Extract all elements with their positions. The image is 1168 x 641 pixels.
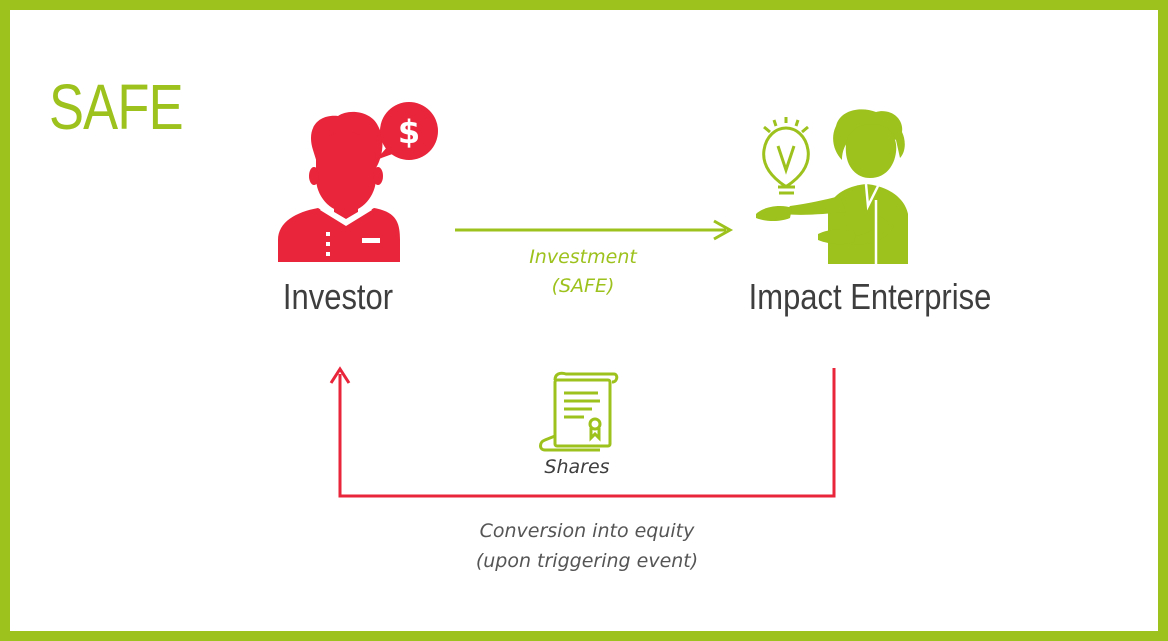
investor-shirt-details xyxy=(320,206,380,256)
shares-label: Shares xyxy=(544,456,610,478)
conversion-label-line1: Conversion into equity xyxy=(479,520,695,542)
conversion-label-line2: (upon triggering event) xyxy=(475,550,699,572)
investor-label: Investor xyxy=(282,276,394,317)
entrepreneur-face-details xyxy=(864,183,880,264)
diagram-title: SAFE xyxy=(49,71,184,143)
investment-label-line1: Investment xyxy=(529,246,637,268)
lightbulb-icon xyxy=(762,117,810,195)
investment-label-line2: (SAFE) xyxy=(551,275,615,297)
svg-text:$: $ xyxy=(398,113,420,151)
entrepreneur-person-icon xyxy=(756,109,908,264)
share-certificate-scroll-icon xyxy=(539,371,619,452)
investor-person-icon xyxy=(278,111,400,262)
enterprise-label: Impact Enterprise xyxy=(748,276,992,317)
dollar-speech-bubble-icon: $ xyxy=(376,102,438,160)
conversion-arrow xyxy=(329,366,836,498)
investment-arrow xyxy=(455,219,734,241)
